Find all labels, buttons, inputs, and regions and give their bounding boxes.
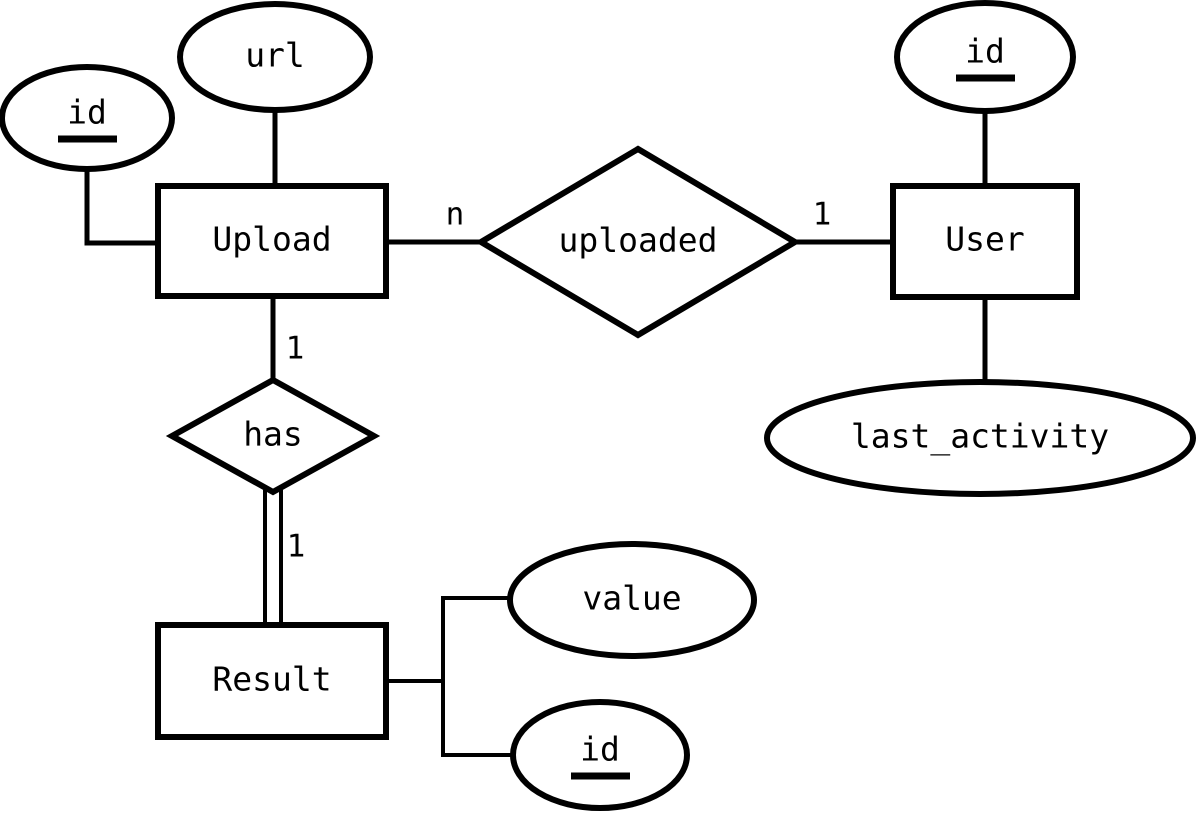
attribute-result-id[interactable]: id (510, 699, 690, 811)
attribute-result-value[interactable]: value (507, 541, 757, 659)
attribute-user-id[interactable]: id (894, 0, 1076, 114)
edge-result-value (441, 596, 513, 681)
attribute-ellipse[interactable] (0, 64, 175, 172)
relationship-has[interactable]: has (165, 376, 381, 496)
entity-rect[interactable] (890, 183, 1080, 300)
attribute-label: value (582, 579, 681, 618)
connector-layer (84, 110, 988, 757)
cardinality-label-uploaded-upload: n (446, 197, 465, 233)
cardinality-label-has-upload: 1 (286, 331, 305, 367)
entity-user[interactable]: User (890, 183, 1080, 300)
cardinality-layer: n 1 1 1 (286, 197, 832, 565)
edge-upload-id (84, 169, 161, 246)
entity-layer: Upload User Result (155, 183, 1080, 740)
edge-has-result (263, 490, 283, 627)
attribute-upload-url[interactable]: url (177, 1, 373, 113)
attribute-label: url (245, 36, 305, 75)
relationship-label: uploaded (559, 221, 718, 260)
cardinality-label-uploaded-user: 1 (813, 197, 832, 233)
attribute-user-last-activity[interactable]: last_activity (764, 379, 1196, 497)
cardinality-label-has-result: 1 (287, 529, 306, 565)
entity-rect[interactable] (155, 622, 389, 740)
entity-result[interactable]: Result (155, 622, 389, 740)
attribute-upload-id[interactable]: id (0, 64, 175, 172)
attribute-ellipse[interactable] (894, 0, 1076, 114)
attribute-ellipse[interactable] (764, 379, 1196, 497)
entity-label: User (945, 220, 1024, 259)
edge-result-attributes (383, 596, 516, 757)
entity-upload[interactable]: Upload (155, 183, 389, 299)
relationship-diamond[interactable] (165, 376, 381, 496)
entity-rect[interactable] (155, 183, 389, 299)
relationship-uploaded[interactable]: uploaded (475, 145, 801, 339)
edge-result-id (441, 681, 516, 757)
attribute-ellipse[interactable] (510, 699, 690, 811)
attribute-ellipse[interactable] (507, 541, 757, 659)
relationship-diamond[interactable] (475, 145, 801, 339)
entity-label: Result (212, 660, 331, 699)
attribute-label: id (580, 730, 620, 769)
attribute-label: last_activity (851, 417, 1109, 457)
relationship-label: has (243, 415, 303, 454)
entity-label: Upload (212, 220, 331, 259)
relationship-layer: uploaded has (165, 145, 801, 496)
attribute-label: id (67, 93, 107, 132)
attribute-ellipse[interactable] (177, 1, 373, 113)
attribute-label: id (965, 32, 1005, 71)
